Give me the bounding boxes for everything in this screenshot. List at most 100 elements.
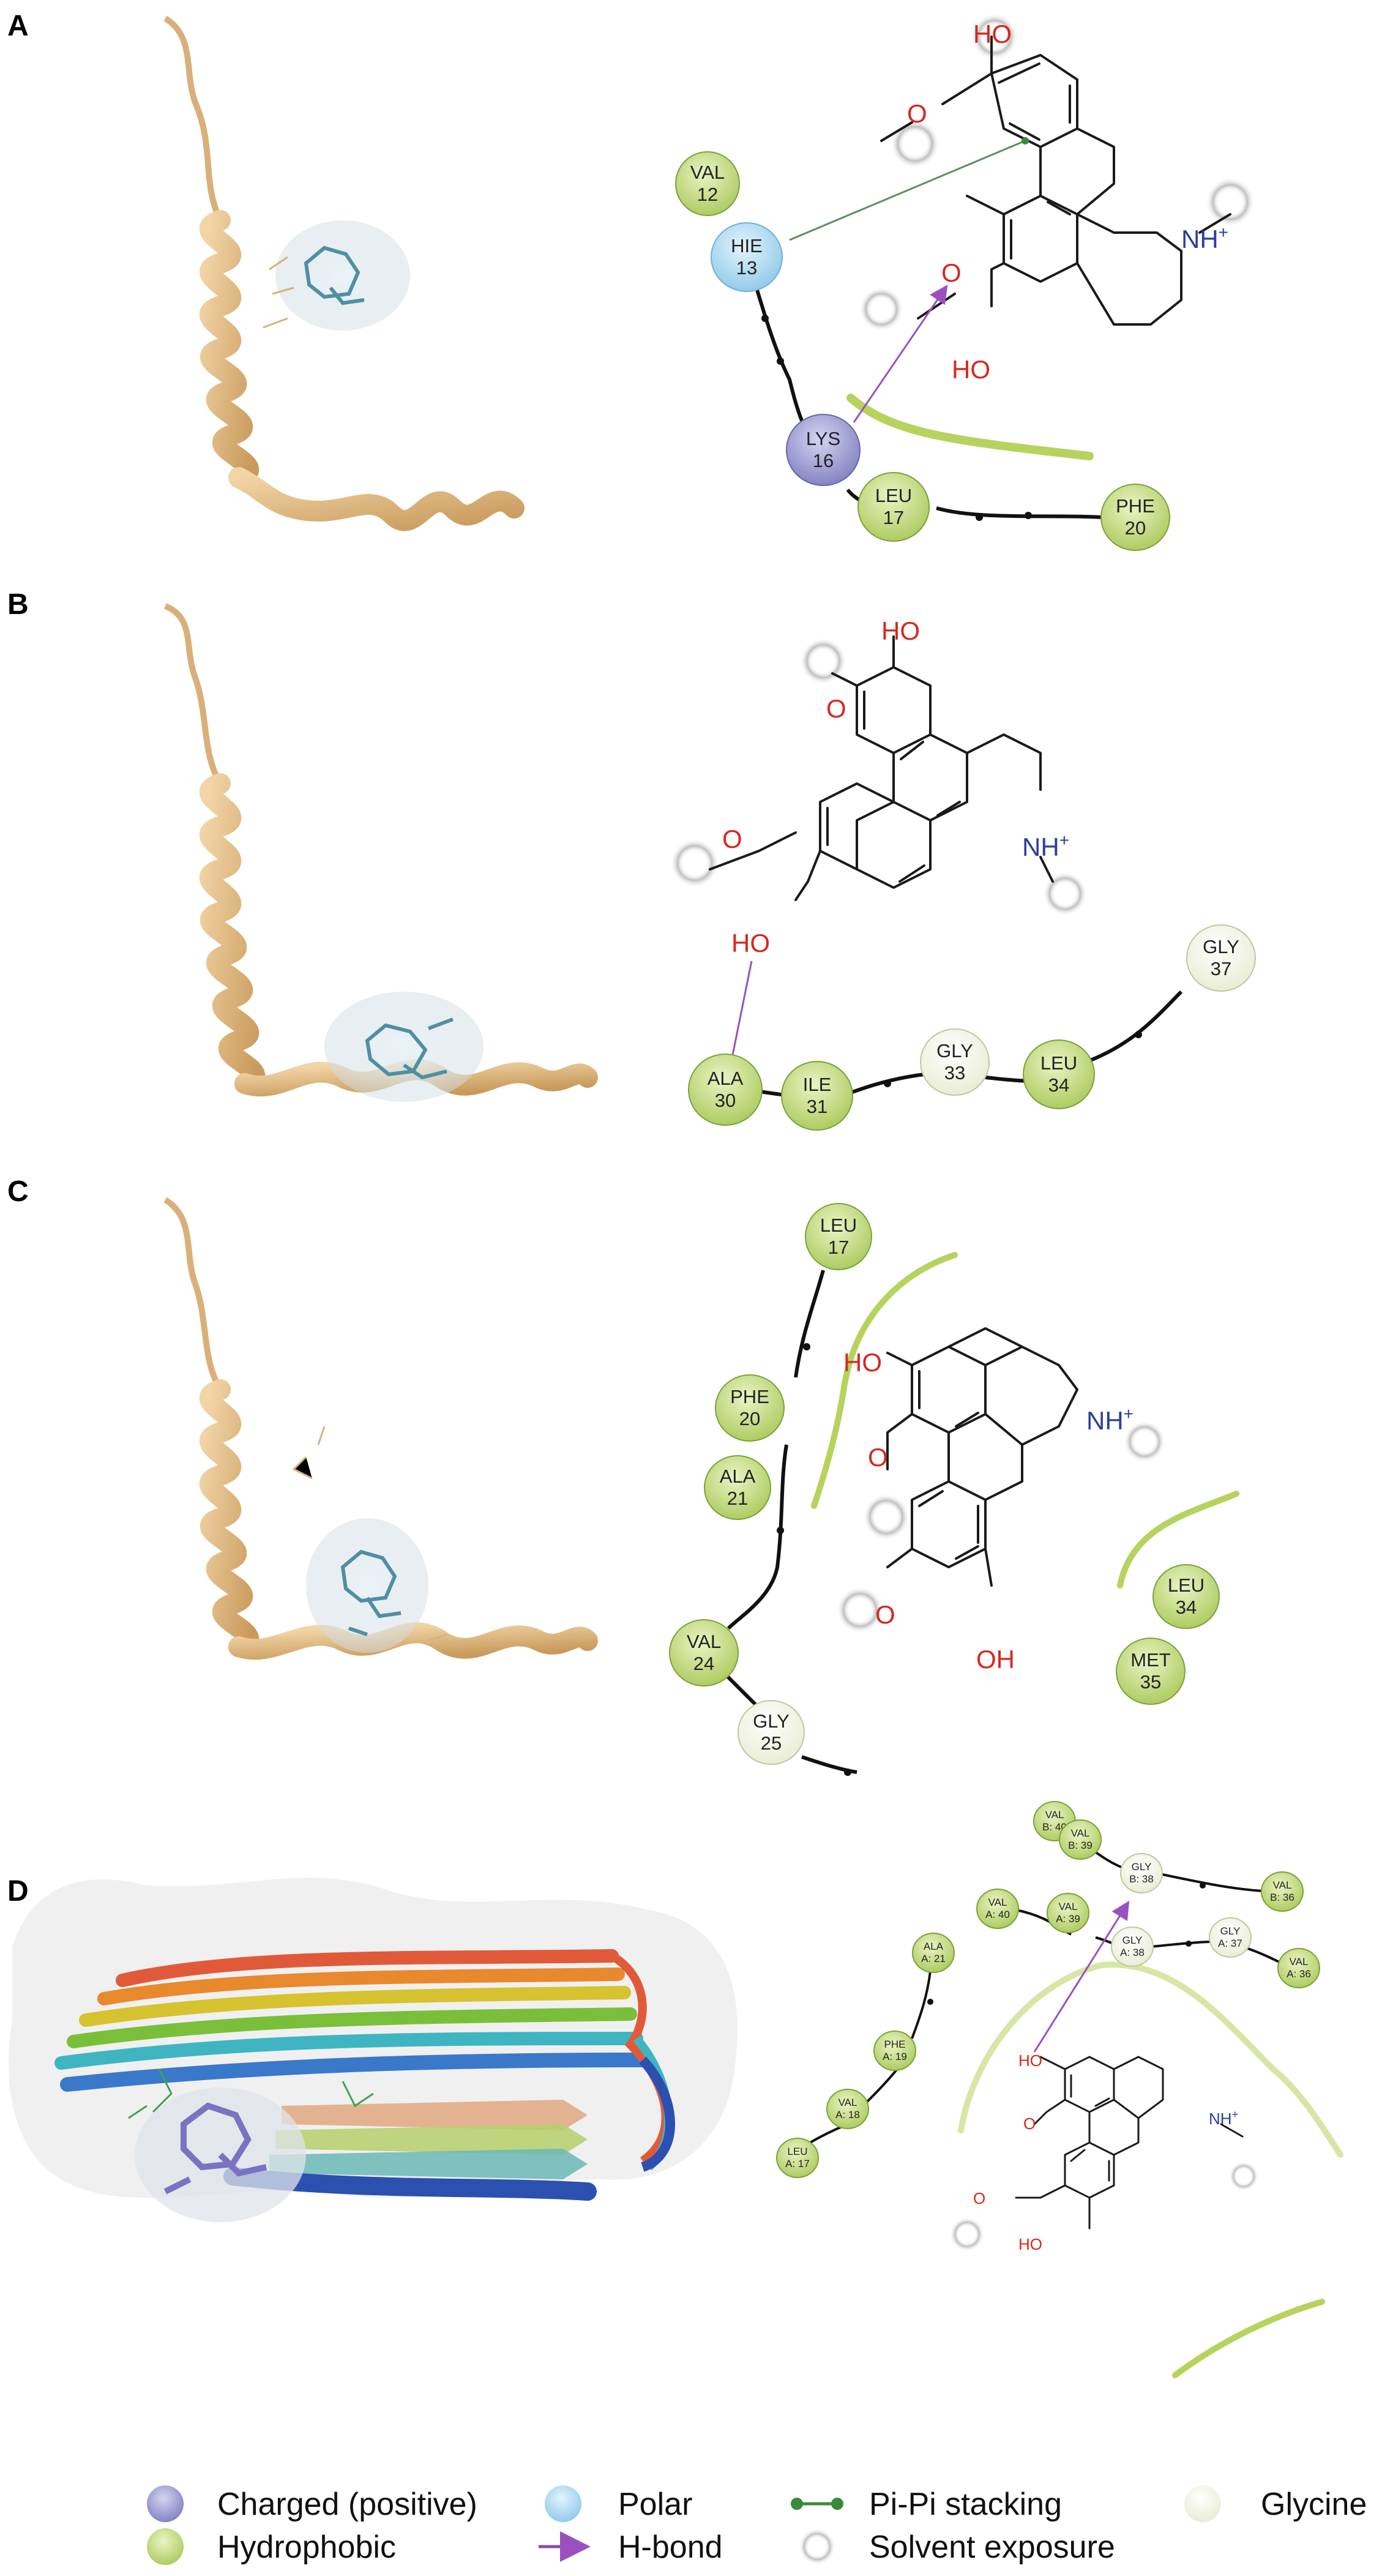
residue-leu-a17-d: LEU A: 17 [776, 2138, 819, 2178]
atom-o-methoxy-d2: O [973, 2189, 985, 2207]
residue-number: 16 [813, 450, 834, 471]
pipi-line-icon [791, 2498, 843, 2510]
residue-number: 21 [727, 1488, 748, 1509]
legend-item-charged: Charged (positive) [147, 2485, 477, 2522]
polar-swatch-icon [545, 2485, 581, 2522]
legend: Charged (positive) Polar Pi-Pi stacking … [147, 2485, 1367, 2565]
residue-number: 30 [715, 1090, 736, 1111]
residue-val24-c: VAL 24 [669, 1619, 739, 1687]
legend-item-pipi: Pi-Pi stacking [791, 2487, 1062, 2522]
residue-name: ALA [720, 1466, 756, 1487]
residue-name: PHE [1116, 495, 1155, 517]
residue-val-b39-d: VAL B: 39 [1059, 1819, 1102, 1860]
residue-number: A: 37 [1218, 1938, 1242, 1949]
residue-number: A: 18 [835, 2109, 860, 2121]
residue-number: A: 39 [1056, 1913, 1080, 1925]
atom-o-methoxy-b1: O [826, 694, 846, 723]
glycine-swatch-icon [1184, 2485, 1221, 2522]
atom-o-methoxy-c1: O [868, 1443, 888, 1472]
atom-o-methoxy-a2: O [941, 258, 962, 287]
residue-name: LEU [1040, 1052, 1077, 1074]
residue-number: 12 [697, 184, 718, 205]
residue-number: B: 38 [1129, 1873, 1154, 1885]
panel-d-fibril-model [8, 1878, 738, 2222]
residue-name: GLY [1122, 1934, 1143, 1946]
residue-number: A: 19 [883, 2051, 907, 2062]
atom-ho-top-d: HO [1018, 2051, 1042, 2070]
residue-number: A: 21 [921, 1953, 946, 1964]
residue-name: ILE [803, 1074, 832, 1095]
residue-val-a36-d: VAL A: 36 [1277, 1948, 1320, 1988]
legend-label: Hydrophobic [217, 2529, 396, 2565]
residue-number: 34 [1048, 1074, 1069, 1096]
legend-label: H-bond [618, 2529, 723, 2565]
residue-name: VAL [988, 1896, 1007, 1908]
panel-label-b: B [7, 588, 29, 621]
residue-name: GLY [1203, 936, 1239, 957]
atom-nh-a: NH+ [1181, 223, 1228, 253]
residue-val-b36-d: VAL B: 36 [1261, 1871, 1304, 1912]
residue-number: 13 [736, 257, 757, 279]
panel-c-interaction-diagram: HO O O OH NH+ [720, 1252, 1239, 1776]
residue-phe20-c: PHE 20 [715, 1374, 785, 1442]
residue-number: 25 [761, 1732, 782, 1754]
panel-label-c: C [7, 1175, 29, 1208]
residue-number: A: 38 [1120, 1947, 1145, 1958]
residue-gly-a37-d: GLY A: 37 [1209, 1917, 1252, 1958]
residue-name: VAL [1059, 1901, 1078, 1912]
residue-name: PHE [730, 1386, 769, 1407]
residue-leu17-a: LEU 17 [857, 472, 930, 542]
residue-phe20-a: PHE 20 [1100, 484, 1170, 551]
legend-item-solvent: Solvent exposure [799, 2528, 1115, 2565]
residue-val-a18-d: VAL A: 18 [826, 2089, 869, 2129]
atom-ho-top-c: HO [843, 1348, 882, 1377]
panel-a-ribbon-model [163, 15, 525, 531]
residue-name: MET [1130, 1649, 1171, 1671]
residue-name: VAL [1071, 1827, 1090, 1839]
residue-val12-a: VAL 12 [675, 151, 740, 216]
residue-number: A: 40 [985, 1909, 1010, 1920]
residue-gly-b38-d: GLY B: 38 [1120, 1853, 1163, 1893]
atom-ho-top-a: HO [973, 20, 1012, 48]
residue-name: HIE [731, 235, 763, 256]
residue-number: A: 36 [1287, 1968, 1311, 1980]
residue-name: GLY [1220, 1925, 1241, 1937]
residue-leu34-b: LEU 34 [1023, 1039, 1095, 1109]
residue-number: 20 [739, 1408, 760, 1429]
legend-item-polar: Polar [545, 2485, 692, 2522]
residue-phe-a19-d: PHE A: 19 [873, 2031, 916, 2071]
residue-gly33-b: GLY 33 [920, 1028, 990, 1096]
residue-gly25-c: GLY 25 [738, 1700, 805, 1765]
panel-a-interaction-diagram: HO O O HO NH+ [746, 13, 1255, 521]
residue-name: VAL [1290, 1956, 1309, 1968]
legend-item-glycine: Glycine [1184, 2485, 1367, 2522]
atom-ho-bottom-a: HO [952, 355, 990, 384]
residue-ala30-b: ALA 30 [688, 1054, 763, 1126]
atom-nh-d: NH+ [1209, 2108, 1238, 2128]
atom-ho-bottom-d: HO [1018, 2235, 1042, 2253]
residue-name: GLY [936, 1040, 973, 1061]
atom-ho-bottom-b: HO [731, 929, 770, 957]
legend-label: Polar [618, 2487, 692, 2522]
charged-swatch-icon [147, 2485, 184, 2522]
legend-label: Solvent exposure [869, 2529, 1115, 2565]
residue-leu34-c: LEU 34 [1152, 1564, 1220, 1629]
residue-name: VAL [687, 1631, 721, 1652]
residue-ala21-c: ALA 21 [704, 1455, 771, 1520]
hydrophobic-swatch-icon [147, 2528, 184, 2565]
panel-b-ribbon-model [163, 603, 598, 1102]
residue-hie13-a: HIE 13 [711, 222, 783, 292]
solvent-exposure-icon [799, 2528, 835, 2565]
residue-name: LEU [820, 1215, 857, 1236]
residue-name: GLY [1132, 1861, 1152, 1873]
atom-o-methoxy-b2: O [722, 825, 742, 853]
residue-name: LYS [806, 428, 840, 449]
residue-number: 20 [1125, 517, 1146, 539]
legend-item-hydrophobic: Hydrophobic [147, 2528, 396, 2565]
panel-label-d: D [7, 1875, 29, 1908]
residue-gly37-b: GLY 37 [1186, 924, 1256, 992]
residue-ile31-b: ILE 31 [781, 1061, 853, 1131]
panel-b-interaction-diagram: HO O O HO NH+ [670, 616, 1183, 1098]
atom-nh-c: NH+ [1086, 1404, 1134, 1435]
residue-number: 34 [1176, 1597, 1197, 1618]
